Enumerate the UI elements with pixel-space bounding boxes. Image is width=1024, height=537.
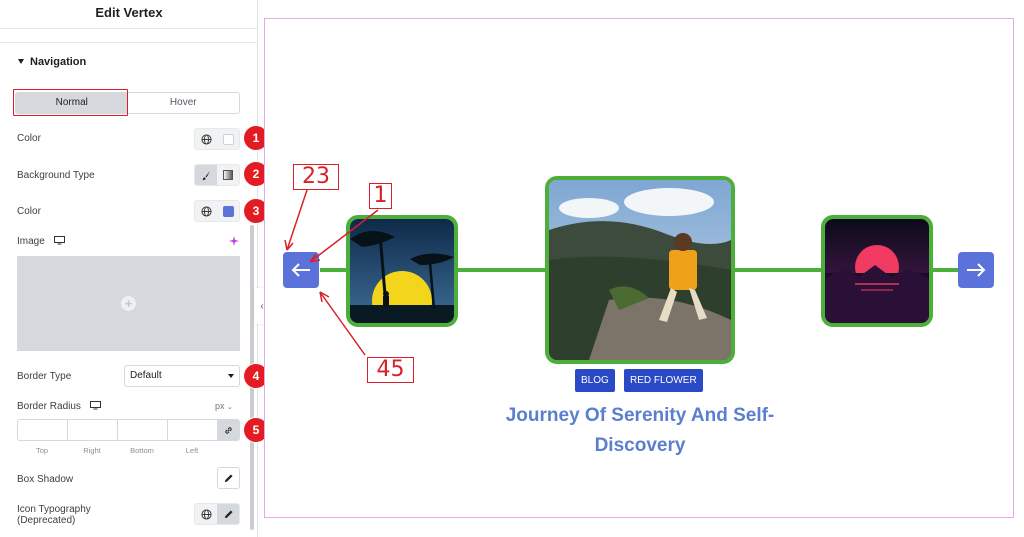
caret-down-icon	[18, 59, 24, 64]
highlight-box	[13, 89, 128, 116]
border-radius-inputs	[17, 419, 240, 441]
bg-color-control	[194, 200, 240, 222]
bg-color-label: Color	[17, 206, 41, 217]
globe-icon	[200, 508, 212, 520]
global-colors-button[interactable]	[195, 201, 217, 221]
link-icon	[225, 426, 232, 434]
icon-typography-control	[194, 503, 240, 525]
global-typography-button[interactable]	[195, 504, 217, 524]
carousel-card[interactable]	[346, 215, 458, 327]
tab-hover[interactable]: Hover	[169, 97, 197, 108]
card-image	[825, 219, 929, 323]
border-type-label: Border Type	[17, 371, 72, 382]
divider	[0, 28, 258, 29]
ai-sparkle-icon[interactable]	[229, 236, 239, 246]
tag-blog[interactable]: BLOG	[575, 369, 615, 392]
desktop-icon[interactable]	[53, 236, 65, 245]
globe-icon	[200, 133, 212, 145]
gradient-icon	[223, 170, 233, 180]
card-image	[549, 180, 731, 360]
image-label-text: Image	[17, 236, 45, 247]
plus-icon: +	[121, 296, 136, 311]
radius-bottom-input[interactable]	[117, 419, 167, 441]
chevron-down-icon	[228, 374, 234, 378]
divider	[0, 42, 258, 43]
color-label: Color	[17, 133, 41, 144]
editor-panel: Edit Vertex Navigation Normal Hover Colo…	[0, 0, 258, 537]
color-picker-button[interactable]	[217, 201, 239, 221]
icon-typography-label: Icon Typography (Deprecated)	[17, 504, 91, 526]
box-shadow-label: Box Shadow	[17, 474, 74, 485]
annotation-label: 45	[367, 357, 414, 383]
carousel-rail	[930, 268, 960, 272]
border-type-select[interactable]: Default	[124, 365, 240, 387]
dim-label: Bottom	[130, 446, 154, 455]
radius-top-input[interactable]	[17, 419, 67, 441]
desktop-icon[interactable]	[89, 401, 101, 410]
dimension-labels: Top Right Bottom Left	[17, 446, 217, 455]
border-type-value: Default	[130, 370, 162, 381]
section-title: Navigation	[30, 56, 87, 68]
link-values-button[interactable]	[217, 419, 240, 441]
color-picker-button[interactable]	[217, 129, 239, 149]
annotation-label: 1	[369, 183, 392, 209]
border-radius-label: Border Radius	[17, 401, 101, 412]
dim-label: Right	[83, 446, 101, 455]
next-arrow-button[interactable]	[958, 252, 994, 288]
tab-normal[interactable]: Normal	[16, 93, 128, 113]
chevron-down-icon: ⌄	[227, 404, 233, 411]
chevron-left-icon: ‹	[260, 300, 264, 312]
unit-selector[interactable]: px ⌄	[215, 401, 233, 411]
globe-icon	[200, 205, 212, 217]
carousel-rail	[732, 268, 824, 272]
preview-canvas: BLOG RED FLOWER Journey Of Serenity And …	[264, 18, 1014, 518]
tag-red-flower[interactable]: RED FLOWER	[624, 369, 703, 392]
color-swatch	[222, 205, 234, 217]
card-image	[350, 219, 454, 323]
pencil-icon	[224, 473, 233, 482]
color-control	[194, 128, 240, 150]
carousel-card[interactable]	[821, 215, 933, 327]
annotation-label: 23	[293, 164, 339, 190]
typography-edit-button[interactable]	[217, 504, 239, 524]
panel-title: Edit Vertex	[95, 5, 163, 20]
background-type-label: Background Type	[17, 170, 95, 181]
pencil-icon	[224, 509, 233, 518]
gradient-background-button[interactable]	[217, 165, 239, 185]
post-title[interactable]: Journey Of Serenity And Self-Discovery	[505, 405, 775, 456]
image-label: Image	[17, 236, 65, 247]
border-radius-label-text: Border Radius	[17, 401, 81, 412]
image-upload-area[interactable]: +	[17, 256, 240, 351]
radius-right-input[interactable]	[67, 419, 117, 441]
unit-value: px	[215, 401, 225, 411]
background-type-control	[194, 164, 240, 186]
prev-arrow-button[interactable]	[283, 252, 319, 288]
carousel-rail	[320, 268, 350, 272]
carousel-rail	[455, 268, 550, 272]
carousel-card[interactable]	[545, 176, 735, 364]
classic-background-button[interactable]	[195, 165, 217, 185]
radius-left-input[interactable]	[167, 419, 217, 441]
panel-border	[257, 0, 258, 537]
section-navigation-toggle[interactable]: Navigation	[18, 56, 86, 68]
box-shadow-edit-button[interactable]	[217, 467, 240, 489]
global-colors-button[interactable]	[195, 129, 217, 149]
dim-label: Left	[185, 446, 199, 455]
arrow-right-icon	[967, 263, 986, 277]
color-swatch	[222, 133, 234, 145]
brush-icon	[202, 170, 210, 180]
dim-label: Top	[35, 446, 49, 455]
arrow-left-icon	[291, 263, 310, 277]
